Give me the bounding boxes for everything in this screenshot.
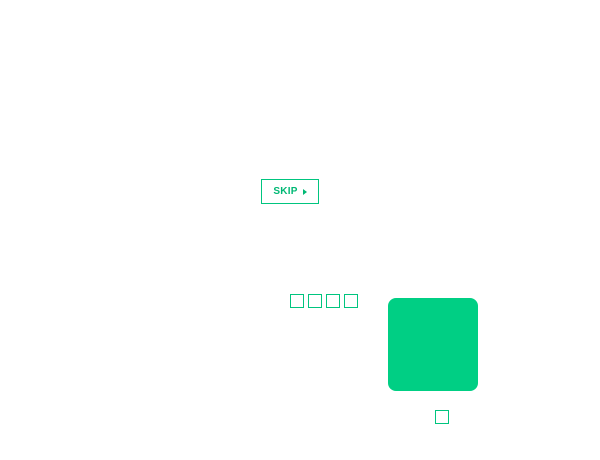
empty-slot bbox=[290, 294, 304, 308]
empty-slot bbox=[326, 294, 340, 308]
empty-slot bbox=[308, 294, 322, 308]
empty-slot bbox=[344, 294, 358, 308]
empty-slot-row bbox=[290, 294, 358, 308]
skip-button-label: SKIP bbox=[273, 186, 298, 197]
bottom-empty-slot bbox=[435, 410, 449, 424]
green-tile[interactable] bbox=[388, 298, 478, 391]
play-small-icon bbox=[302, 188, 307, 195]
skip-button[interactable]: SKIP bbox=[261, 179, 319, 204]
